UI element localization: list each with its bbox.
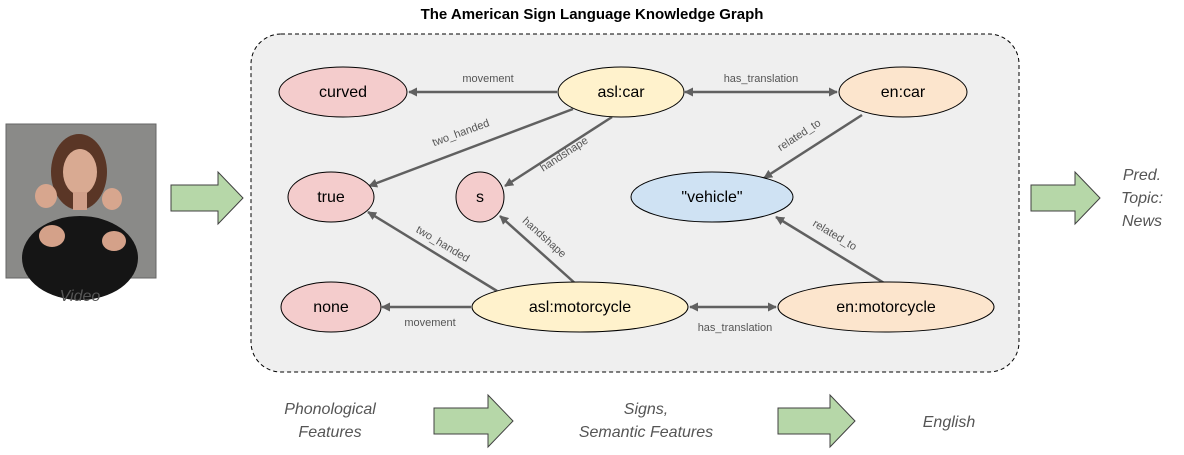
edge-label-movement-moto: movement — [404, 317, 455, 329]
svg-text:none: none — [313, 299, 349, 316]
node-none: none — [280, 281, 382, 333]
pipeline-signs-line1: Signs, — [624, 401, 668, 418]
video-thumbnail — [5, 123, 157, 300]
svg-text:asl:motorcycle: asl:motorcycle — [529, 299, 631, 316]
prediction-label: Pred. Topic: News — [1121, 167, 1163, 230]
node-asl-car: asl:car — [557, 66, 685, 118]
node-asl-motorcycle: asl:motorcycle — [471, 281, 689, 333]
svg-text:curved: curved — [319, 84, 367, 101]
edge-car-handshape — [504, 115, 613, 188]
video-label: Video — [60, 288, 101, 305]
node-s: s — [455, 171, 505, 223]
node-true: true — [287, 171, 375, 223]
edge-label-has-translation-car: has_translation — [724, 73, 799, 85]
pipeline-phonological-line1: Phonological — [284, 401, 376, 418]
node-curved: curved — [278, 66, 408, 118]
edge-encar-related-to — [763, 113, 863, 180]
node-en-motorcycle: en:motorcycle — [777, 281, 995, 333]
arrow-phonological-to-signs-icon — [433, 393, 514, 449]
edge-moto-handshape — [499, 215, 578, 286]
svg-text:true: true — [317, 189, 345, 206]
edge-label-movement-car: movement — [462, 73, 513, 85]
svg-text:"vehicle": "vehicle" — [681, 189, 742, 206]
pipeline-phonological-line2: Features — [298, 424, 361, 441]
arrow-graph-to-prediction-icon — [1030, 170, 1101, 226]
pipeline-signs-line2: Semantic Features — [579, 424, 713, 441]
prediction-line2: Topic: — [1121, 190, 1163, 207]
pipeline-english: English — [923, 414, 976, 431]
node-en-car: en:car — [838, 66, 968, 118]
svg-text:asl:car: asl:car — [597, 84, 645, 101]
pipeline-labels: Phonological Features Signs, Semantic Fe… — [284, 401, 975, 441]
arrow-signs-to-english-icon — [777, 393, 856, 449]
edge-car-two-handed — [368, 107, 574, 188]
edge-enmoto-related-to — [775, 215, 885, 285]
node-vehicle: "vehicle" — [630, 171, 794, 223]
prediction-line3: News — [1122, 213, 1162, 230]
edge-label-has-translation-moto: has_translation — [698, 322, 773, 334]
prediction-line1: Pred. — [1123, 167, 1161, 184]
svg-text:en:motorcycle: en:motorcycle — [836, 299, 936, 316]
svg-text:s: s — [476, 189, 484, 206]
edge-moto-two-handed — [367, 210, 498, 293]
svg-text:en:car: en:car — [881, 84, 926, 101]
figure-title: The American Sign Language Knowledge Gra… — [421, 6, 764, 23]
graph-edges — [367, 87, 885, 312]
arrow-video-to-graph-icon — [170, 170, 244, 226]
